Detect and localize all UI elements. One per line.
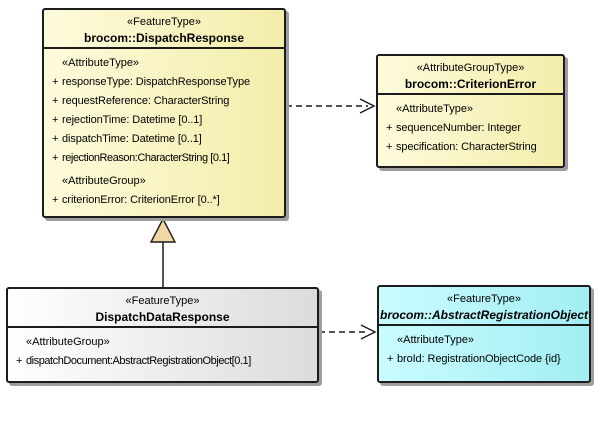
class-abstract-registration-object[interactable]: «FeatureType» brocom::AbstractRegistrati… [377,285,591,383]
class-criterion-error[interactable]: «AttributeGroupType» brocom::CriterionEr… [376,54,565,168]
attribute-row: +rejectionReason:CharacterString [0.1] [52,152,230,164]
class-dispatch-response[interactable]: «FeatureType» brocom::DispatchResponse «… [42,8,286,218]
class-header: «AttributeGroupType» brocom::CriterionEr… [378,56,563,95]
attribute-group-stereotype: «AttributeGroup» [26,336,110,348]
class-name: brocom::AbstractRegistrationObject [379,308,589,322]
attribute-row: +specification: CharacterString [386,141,537,153]
attribute-group-stereotype: «AttributeType» [397,334,475,346]
class-header: «FeatureType» DispatchDataResponse [8,289,317,328]
attribute-row: +dispatchDocument:AbstractRegistrationOb… [16,355,251,367]
attribute-row: +sequenceNumber: Integer [386,122,521,134]
attribute-row: +responseType: DispatchResponseType [52,76,250,88]
class-name: brocom::DispatchResponse [83,31,245,45]
attribute-row: +dispatchTime: Datetime [0..1] [52,133,202,145]
attribute-row: +rejectionTime: Datetime [0..1] [52,114,203,126]
attribute-group-stereotype: «AttributeType» [396,103,474,115]
attribute-row: +criterionError: CriterionError [0..*] [52,194,220,206]
class-stereotype: «FeatureType» [125,295,200,307]
class-stereotype: «FeatureType» [127,16,201,28]
generalization-arrow[interactable] [149,217,177,287]
attribute-compartment: «AttributeGroup» +dispatchDocument:Abstr… [8,328,317,371]
attribute-compartment: «AttributeType» +sequenceNumber: Integer… [378,95,563,157]
dependency-arrow-criterion-error[interactable] [286,98,376,114]
class-header: «FeatureType» brocom::DispatchResponse [44,10,284,49]
attribute-row: +requestReference: CharacterString [52,95,230,107]
class-name: brocom::CriterionError [404,77,537,91]
attribute-row: +broId: RegistrationObjectCode {id} [387,353,561,365]
dependency-arrow-abstract-registration-object[interactable] [319,324,377,340]
attribute-group-stereotype: «AttributeType» [62,57,140,69]
attribute-compartment: «AttributeType» +responseType: DispatchR… [44,49,284,210]
class-stereotype: «AttributeGroupType» [416,62,525,74]
class-stereotype: «FeatureType» [447,293,521,305]
class-dispatch-data-response[interactable]: «FeatureType» DispatchDataResponse «Attr… [6,287,319,383]
attribute-group-stereotype: «AttributeGroup» [62,175,146,187]
attribute-compartment: «AttributeType» +broId: RegistrationObje… [379,326,589,369]
class-header: «FeatureType» brocom::AbstractRegistrati… [379,287,589,326]
class-name: DispatchDataResponse [95,310,230,324]
